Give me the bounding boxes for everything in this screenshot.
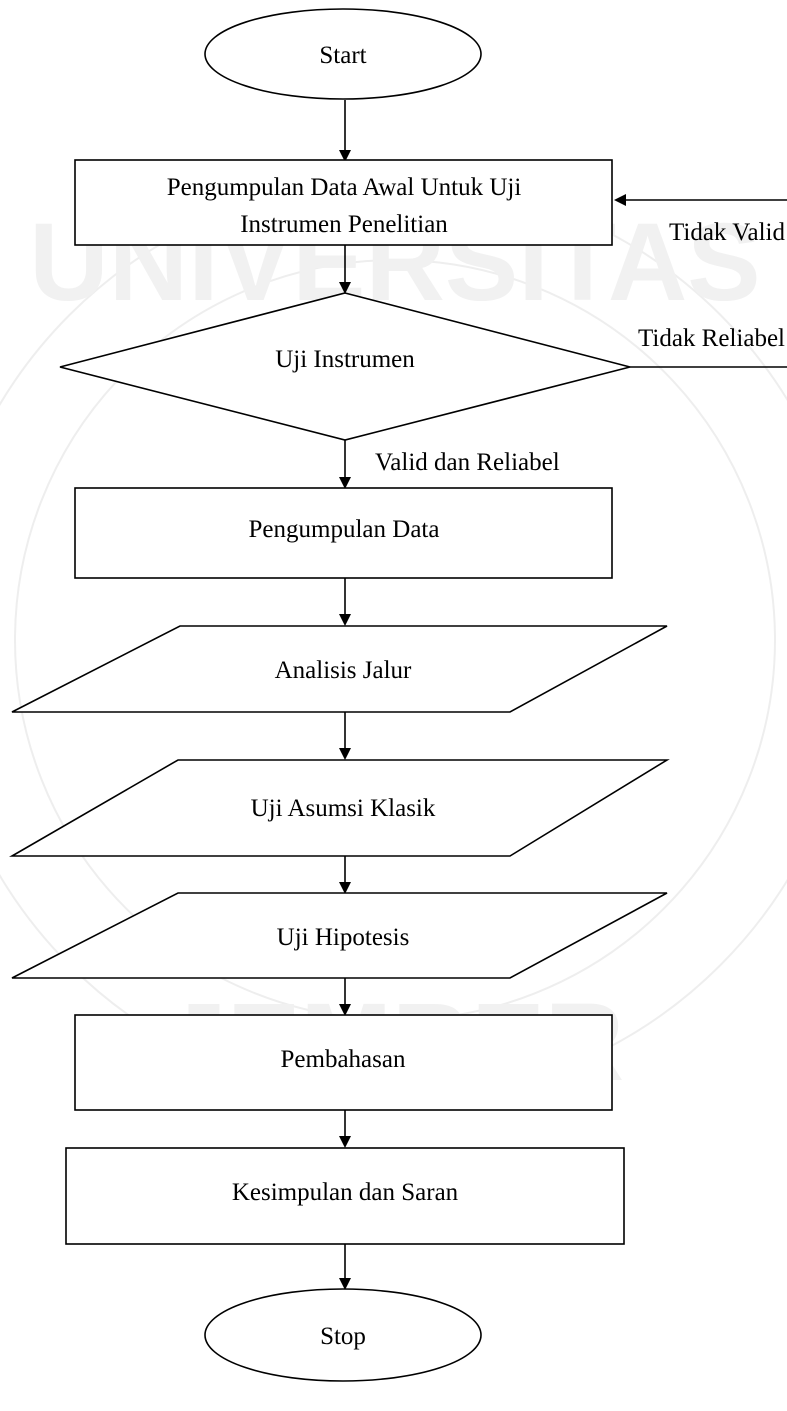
arrowhead-uji-hipotesis: [339, 882, 351, 894]
arrowhead-feedback-data-awal: [614, 194, 626, 206]
node-stop: Stop: [204, 1288, 482, 1382]
node-pembahasan: Pembahasan: [74, 1014, 613, 1111]
node-start-label: Start: [319, 42, 366, 69]
arrowhead-kesimpulan: [339, 1136, 351, 1148]
label-valid-reliabel: Valid dan Reliabel: [375, 449, 560, 476]
node-data-awal-line1: Pengumpulan Data Awal Untuk Uji: [167, 174, 522, 201]
label-tidak-reliabel: Tidak Reliabel: [638, 325, 785, 352]
arrowhead-pembahasan: [339, 1004, 351, 1016]
node-uji-instrumen: Uji Instrumen: [59, 292, 631, 441]
node-pembahasan-label: Pembahasan: [281, 1046, 406, 1073]
node-kesimpulan-saran: Kesimpulan dan Saran: [65, 1147, 625, 1245]
node-data-awal-line2: Instrumen Penelitian: [240, 211, 448, 238]
arrowhead-data-awal: [339, 150, 351, 162]
node-uji-asumsi-klasik-label: Uji Asumsi Klasik: [251, 795, 436, 822]
arrowhead-uji-asumsi: [339, 748, 351, 760]
arrowhead-uji-instrumen: [339, 282, 351, 294]
node-uji-asumsi-klasik: Uji Asumsi Klasik: [9, 759, 670, 857]
node-data-awal: Pengumpulan Data Awal Untuk Uji Instrume…: [74, 159, 613, 246]
node-uji-hipotesis-label: Uji Hipotesis: [277, 924, 410, 951]
arrowhead-stop: [339, 1278, 351, 1290]
node-uji-instrumen-label: Uji Instrumen: [275, 346, 415, 373]
label-tidak-valid: Tidak Valid: [669, 219, 786, 246]
node-analisis-jalur: Analisis Jalur: [11, 625, 668, 713]
arrowhead-analisis-jalur: [339, 614, 351, 626]
node-pengumpulan-data: Pengumpulan Data: [74, 487, 613, 579]
arrowhead-pengumpulan-data: [339, 477, 351, 489]
node-analisis-jalur-label: Analisis Jalur: [275, 657, 412, 684]
node-pengumpulan-data-label: Pengumpulan Data: [249, 516, 440, 543]
node-stop-label: Stop: [320, 1323, 366, 1350]
connectors: [339, 100, 787, 1290]
node-kesimpulan-saran-label: Kesimpulan dan Saran: [232, 1179, 459, 1206]
node-uji-hipotesis: Uji Hipotesis: [11, 892, 668, 979]
node-start: Start: [204, 8, 482, 100]
